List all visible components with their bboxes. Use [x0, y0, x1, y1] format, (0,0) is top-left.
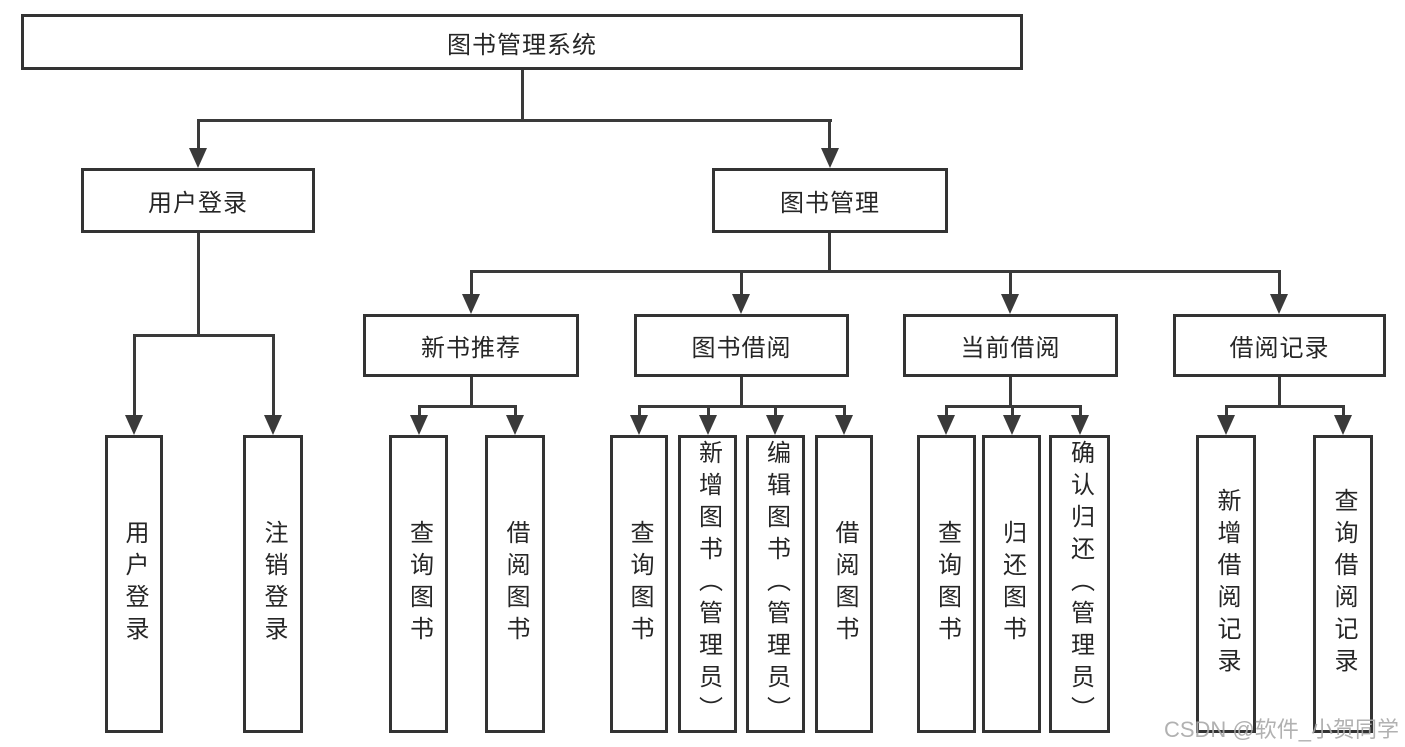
leaf-add-borrow-record: 新增借阅记录	[1196, 435, 1256, 733]
leaf-query-books-current: 查询图书	[917, 435, 976, 733]
node-label: 新增图书（管理员）	[694, 440, 722, 728]
arrowhead-icon	[1217, 415, 1235, 435]
connector-book-mgmt-crossbar	[470, 270, 1281, 273]
connector-drop-leaf	[843, 405, 846, 417]
connector-drop-current	[1009, 270, 1012, 296]
leaf-logout: 注销登录	[243, 435, 303, 733]
arrowhead-icon	[410, 415, 428, 435]
arrowhead-icon	[462, 294, 480, 314]
node-label: 图书管理	[780, 190, 880, 217]
arrowhead-icon	[835, 415, 853, 435]
connector-drop-leaf	[418, 405, 421, 417]
watermark-text: CSDN @软件_小贺同学	[1163, 717, 1399, 742]
connector-current-trunk	[1009, 377, 1012, 407]
arrowhead-icon	[1003, 415, 1021, 435]
leaf-query-borrow-record: 查询借阅记录	[1313, 435, 1373, 733]
connector-borrowing-trunk	[740, 377, 743, 407]
connector-drop-new-books	[470, 270, 473, 296]
node-label: 当前借阅	[960, 335, 1061, 362]
node-new-book-recommend: 新书推荐	[363, 314, 579, 377]
arrowhead-icon	[1270, 294, 1288, 314]
connector-drop-leaf	[1079, 405, 1082, 417]
connector-drop-book-mgmt	[828, 119, 831, 150]
connector-drop-logout-leaf	[272, 334, 275, 417]
connector-drop-leaf	[774, 405, 777, 417]
connector-records-crossbar	[1225, 405, 1345, 408]
arrowhead-icon	[937, 415, 955, 435]
arrowhead-icon	[1001, 294, 1019, 314]
connector-new-books-crossbar	[418, 405, 517, 408]
arrowhead-icon	[630, 415, 648, 435]
leaf-query-books-borrowing: 查询图书	[610, 435, 668, 733]
connector-records-trunk	[1278, 377, 1281, 407]
leaf-borrow-books: 借阅图书	[815, 435, 873, 733]
connector-drop-borrowing	[740, 270, 743, 296]
node-label: 确认归还（管理员）	[1066, 440, 1094, 728]
connector-drop-leaf	[514, 405, 517, 417]
node-label: 图书管理系统	[447, 31, 597, 59]
arrowhead-icon	[189, 148, 207, 168]
node-label: 新增借阅记录	[1213, 488, 1240, 680]
connector-root-trunk	[521, 70, 524, 121]
connector-drop-user-login	[197, 119, 200, 150]
node-label: 新书推荐	[421, 335, 521, 362]
node-library-system-root: 图书管理系统	[21, 14, 1023, 70]
connector-user-login-crossbar	[133, 334, 275, 337]
node-label: 借阅图书	[502, 520, 529, 648]
connector-new-books-trunk	[470, 377, 473, 407]
node-label: 查询图书	[933, 520, 961, 648]
leaf-add-books-admin: 新增图书（管理员）	[678, 435, 737, 733]
connector-drop-leaf	[638, 405, 641, 417]
node-label: 查询图书	[405, 520, 433, 648]
connector-drop-records	[1278, 270, 1281, 296]
node-current-borrowing: 当前借阅	[903, 314, 1118, 377]
leaf-user-login: 用户登录	[105, 435, 163, 733]
node-label: 查询借阅记录	[1330, 488, 1357, 680]
arrowhead-icon	[732, 294, 750, 314]
node-book-management: 图书管理	[712, 168, 948, 233]
leaf-confirm-return-admin: 确认归还（管理员）	[1049, 435, 1110, 733]
arrowhead-icon	[1071, 415, 1089, 435]
node-label: 用户登录	[121, 520, 148, 648]
connector-drop-login-leaf	[133, 334, 136, 417]
node-book-borrowing: 图书借阅	[634, 314, 849, 377]
connector-drop-leaf	[945, 405, 948, 417]
leaf-return-books: 归还图书	[982, 435, 1041, 733]
connector-book-mgmt-trunk	[828, 233, 831, 272]
node-label: 注销登录	[260, 520, 287, 648]
leaf-borrow-books-recommend: 借阅图书	[485, 435, 545, 733]
connector-user-login-trunk	[197, 233, 200, 336]
node-label: 借阅图书	[831, 520, 858, 648]
arrowhead-icon	[699, 415, 717, 435]
leaf-query-books-recommend: 查询图书	[389, 435, 448, 733]
arrowhead-icon	[125, 415, 143, 435]
node-label: 图书借阅	[691, 335, 792, 362]
leaf-edit-books-admin: 编辑图书（管理员）	[746, 435, 805, 733]
connector-drop-leaf	[1225, 405, 1228, 417]
node-label: 归还图书	[998, 520, 1026, 648]
connector-drop-leaf	[1342, 405, 1345, 417]
node-label: 查询图书	[626, 520, 653, 648]
node-borrowing-records: 借阅记录	[1173, 314, 1386, 377]
arrowhead-icon	[506, 415, 524, 435]
node-label: 借阅记录	[1229, 335, 1330, 362]
node-label: 用户登录	[148, 190, 248, 217]
arrowhead-icon	[1334, 415, 1352, 435]
arrowhead-icon	[766, 415, 784, 435]
connector-borrowing-crossbar	[638, 405, 846, 408]
arrowhead-icon	[821, 148, 839, 168]
node-user-login: 用户登录	[81, 168, 315, 233]
connector-drop-leaf	[1011, 405, 1014, 417]
connector-root-crossbar	[197, 119, 832, 122]
connector-drop-leaf	[707, 405, 710, 417]
arrowhead-icon	[264, 415, 282, 435]
node-label: 编辑图书（管理员）	[762, 440, 790, 728]
